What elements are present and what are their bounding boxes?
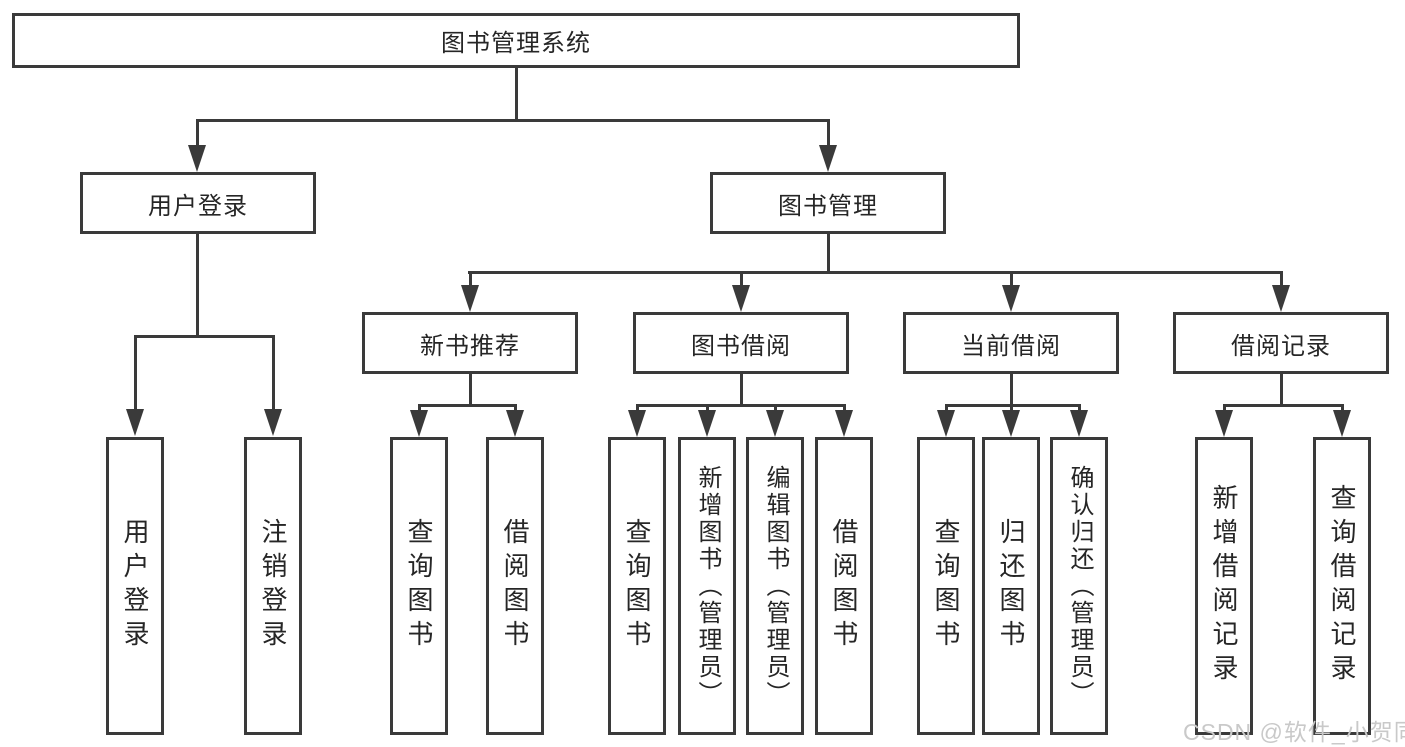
node-edit-books-admin: 编辑图书（管理员） [746, 437, 804, 735]
node-query-books-borrowing: 查询图书 [608, 437, 666, 735]
connector-line [636, 404, 846, 407]
node-add-borrow-record: 新增借阅记录 [1195, 437, 1253, 735]
node-label: 借阅记录 [1231, 332, 1331, 360]
connector-line [1010, 404, 1013, 413]
connector-line [272, 335, 275, 411]
node-borrow-books-newbook: 借阅图书 [486, 437, 544, 735]
connector-line [196, 119, 830, 122]
connector-arrowhead [1002, 285, 1020, 312]
connector-arrowhead [698, 410, 716, 437]
node-user-login-group: 用户登录 [80, 172, 316, 234]
connector-line [774, 404, 777, 413]
connector-arrowhead [819, 145, 837, 172]
connector-line [469, 374, 472, 407]
node-label: 新增图书（管理员） [694, 464, 721, 708]
connector-line [196, 119, 199, 147]
node-label: 当前借阅 [961, 332, 1061, 360]
connector-arrowhead [461, 285, 479, 312]
node-confirm-return-admin: 确认归还（管理员） [1050, 437, 1108, 735]
node-label: 查询借阅记录 [1327, 484, 1357, 688]
connector-arrowhead [766, 410, 784, 437]
node-book-borrowing: 图书借阅 [633, 312, 849, 374]
node-label: 确认归还（管理员） [1066, 464, 1093, 708]
connector-arrowhead [410, 410, 428, 437]
node-label: 注销登录 [258, 518, 288, 654]
node-query-books-current: 查询图书 [917, 437, 975, 735]
node-new-book-recommend: 新书推荐 [362, 312, 578, 374]
node-label: 编辑图书（管理员） [762, 464, 789, 708]
node-book-management: 图书管理 [710, 172, 946, 234]
connector-line [514, 404, 517, 413]
node-library-management-system: 图书管理系统 [12, 13, 1020, 68]
node-label: 用户登录 [148, 192, 248, 220]
node-label: 图书借阅 [691, 332, 791, 360]
connector-arrowhead [937, 410, 955, 437]
connector-line [740, 271, 743, 287]
connector-line [1280, 271, 1283, 287]
node-label: 查询图书 [404, 518, 434, 654]
node-label: 图书管理系统 [441, 30, 591, 57]
connector-line [945, 404, 948, 413]
node-label: 借阅图书 [829, 518, 859, 654]
connector-line [515, 68, 518, 120]
connector-line [418, 404, 421, 413]
connector-arrowhead [1333, 410, 1351, 437]
connector-line [827, 234, 830, 274]
node-label: 查询图书 [931, 518, 961, 654]
connector-line [134, 335, 275, 338]
csdn-watermark: CSDN @软件_小贺同学 [1183, 719, 1405, 745]
node-user-login: 用户登录 [106, 437, 164, 735]
connector-line [468, 271, 1282, 274]
node-borrow-books-borrowing: 借阅图书 [815, 437, 873, 735]
connector-arrowhead [506, 410, 524, 437]
connector-line [196, 234, 199, 338]
connector-line [1280, 374, 1283, 407]
node-query-books-newbook: 查询图书 [390, 437, 448, 735]
node-label: 图书管理 [778, 192, 878, 220]
connector-line [1010, 374, 1013, 407]
node-add-books-admin: 新增图书（管理员） [678, 437, 736, 735]
node-query-borrow-record: 查询借阅记录 [1313, 437, 1371, 735]
connector-line [1341, 404, 1344, 413]
node-label: 用户登录 [120, 518, 150, 654]
connector-arrowhead [126, 409, 144, 436]
connector-arrowhead [264, 409, 282, 436]
connector-arrowhead [1215, 410, 1233, 437]
node-label: 归还图书 [996, 518, 1026, 654]
node-logout-login: 注销登录 [244, 437, 302, 735]
connector-line [1223, 404, 1226, 413]
connector-arrowhead [1002, 410, 1020, 437]
connector-line [706, 404, 709, 413]
node-return-books: 归还图书 [982, 437, 1040, 735]
node-label: 新增借阅记录 [1209, 484, 1239, 688]
connector-arrowhead [835, 410, 853, 437]
connector-line [945, 404, 1081, 407]
connector-arrowhead [1272, 285, 1290, 312]
connector-arrowhead [1070, 410, 1088, 437]
connector-line [636, 404, 639, 413]
connector-line [134, 335, 137, 411]
node-current-borrowing: 当前借阅 [903, 312, 1119, 374]
connector-line [827, 119, 830, 147]
connector-line [1223, 404, 1344, 407]
connector-line [843, 404, 846, 413]
connector-line [418, 404, 517, 407]
connector-arrowhead [188, 145, 206, 172]
connector-line [740, 374, 743, 407]
connector-line [1078, 404, 1081, 413]
node-label: 查询图书 [622, 518, 652, 654]
node-borrowing-records: 借阅记录 [1173, 312, 1389, 374]
connector-arrowhead [628, 410, 646, 437]
connector-arrowhead [732, 285, 750, 312]
node-label: 借阅图书 [500, 518, 530, 654]
node-label: 新书推荐 [420, 332, 520, 360]
connector-line [1010, 271, 1013, 287]
connector-line [469, 271, 472, 287]
